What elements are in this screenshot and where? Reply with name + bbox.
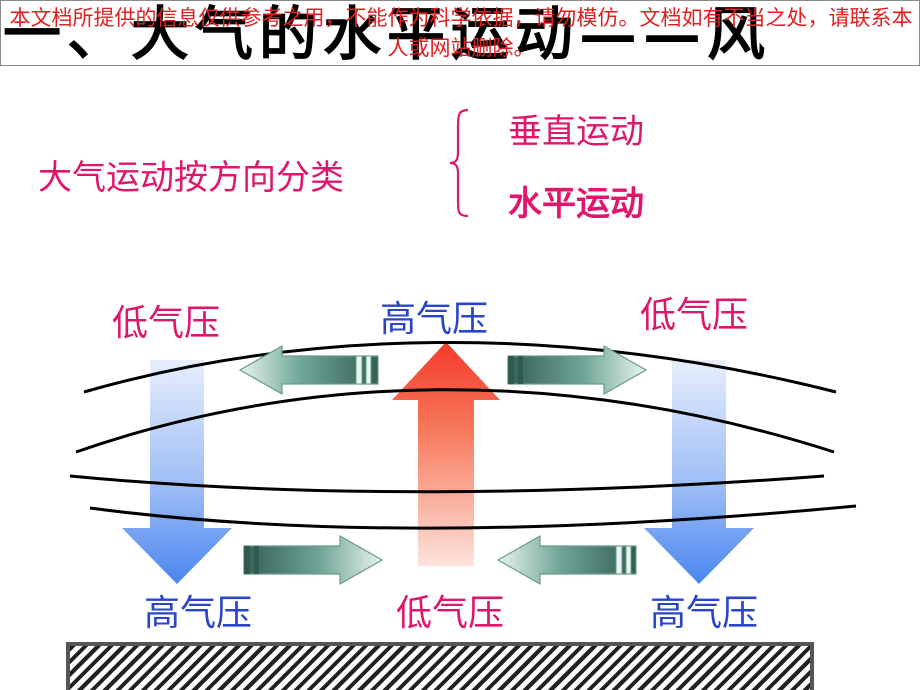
disclaimer-notice: 本文档所提供的信息仅供参考之用，不能作为科学依据，请勿模仿。文档如有不当之处，请… <box>9 6 913 60</box>
sinking-air-arrow-left <box>122 360 232 584</box>
upper-flow-arrow-right <box>507 344 648 396</box>
lower-flow-arrow-right <box>243 534 384 586</box>
upper-flow-arrow-left <box>238 344 379 396</box>
lower-flow-arrow-left <box>496 534 637 586</box>
header-banner: 一、大气的水平运动——风 本文档所提供的信息仅供参考之用，不能作为科学依据，请勿… <box>0 0 920 68</box>
label-upper-center-high-pressure: 高气压 <box>380 299 489 340</box>
label-lower-left-high-pressure: 高气压 <box>144 593 253 634</box>
page-title: 一、大气的水平运动——风 <box>3 0 772 68</box>
ground-surface <box>66 642 814 690</box>
rising-air-arrow <box>392 342 500 566</box>
isobar-line-2 <box>75 388 835 454</box>
option-horizontal-motion: 水平运动 <box>508 184 644 224</box>
isobar-line-4 <box>89 504 857 530</box>
label-lower-right-high-pressure: 高气压 <box>650 593 759 634</box>
brace-icon <box>449 108 469 218</box>
isobar-line-1 <box>83 341 837 394</box>
label-upper-left-low-pressure: 低气压 <box>112 303 221 344</box>
label-lower-center-low-pressure: 低气压 <box>396 593 505 634</box>
isobar-line-3 <box>69 474 825 494</box>
sinking-air-arrow-right <box>644 360 754 584</box>
label-upper-right-low-pressure: 低气压 <box>640 295 749 336</box>
classification-label: 大气运动按方向分类 <box>38 158 344 198</box>
option-vertical-motion: 垂直运动 <box>508 112 644 152</box>
